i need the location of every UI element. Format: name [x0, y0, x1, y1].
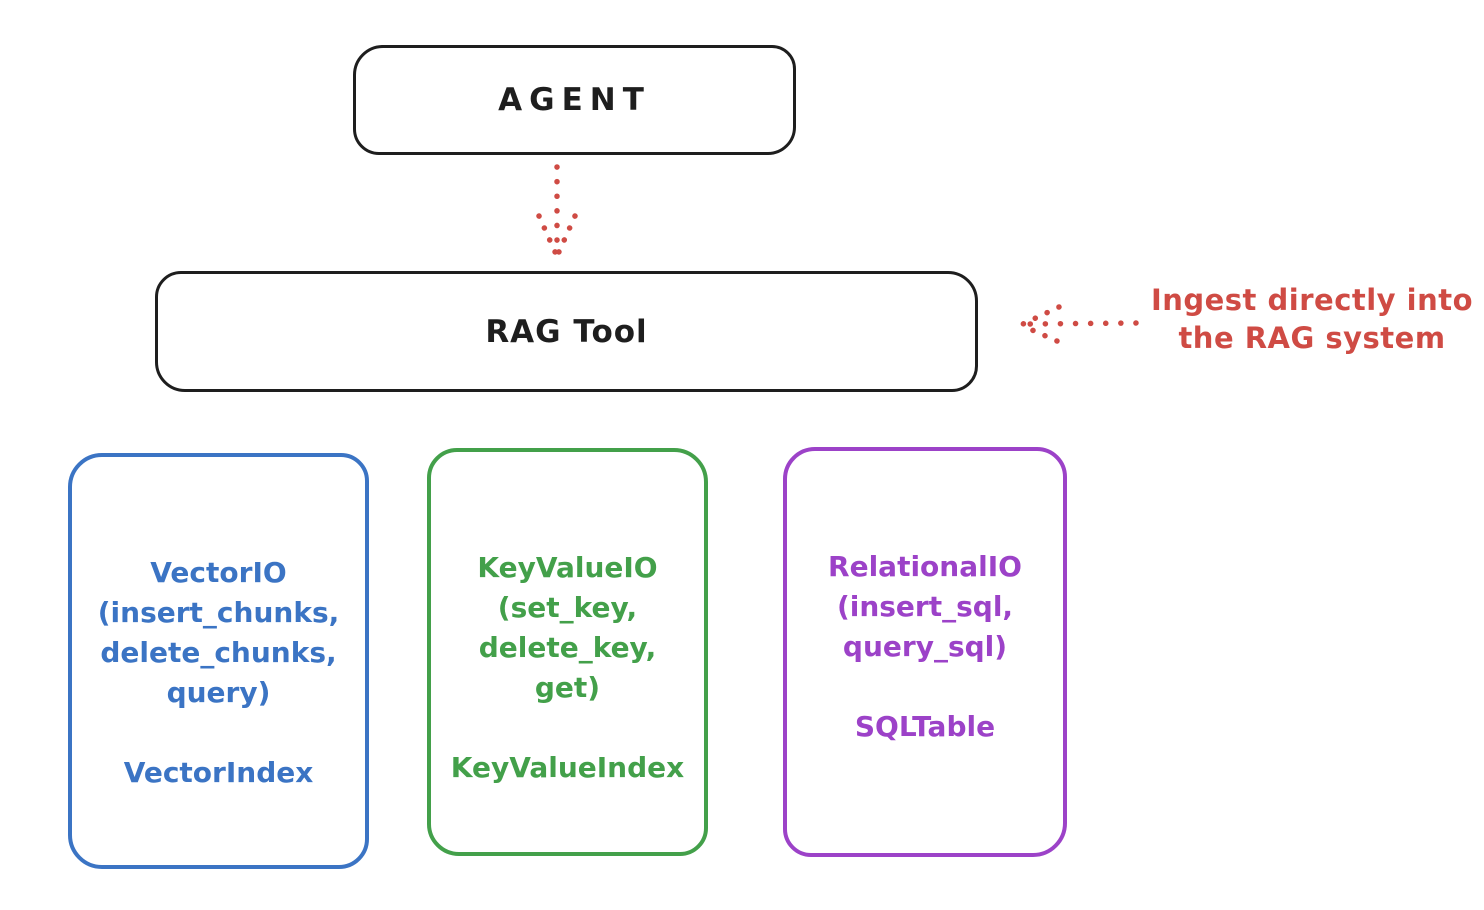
backend-methods: (set_key, delete_key, get) [478, 591, 657, 704]
rag-tool-label: RAG Tool [485, 313, 648, 350]
backend-index: VectorIndex [123, 756, 314, 789]
backend-vector-io: VectorIO (insert_chunks, delete_chunks, … [68, 453, 369, 869]
dotted-arrow-down-icon [525, 160, 589, 264]
backend-relational-io: RelationalIO (insert_sql, query_sql) SQL… [783, 447, 1067, 857]
backend-keyvalue-io: KeyValueIO (set_key, delete_key, get) Ke… [427, 448, 708, 856]
backend-name: VectorIO [150, 556, 287, 589]
backend-methods: (insert_sql, query_sql) [836, 590, 1014, 663]
ingest-annotation-line1: Ingest directly into [1150, 283, 1474, 317]
backend-name: RelationalIO [828, 550, 1022, 583]
ingest-annotation: Ingest directly into the RAG system [1140, 281, 1484, 357]
backend-index: SQLTable [854, 710, 996, 743]
backend-index: KeyValueIndex [450, 751, 685, 784]
ingest-annotation-line2: the RAG system [1178, 321, 1446, 355]
dotted-arrow-left-icon [1012, 299, 1142, 353]
backend-name: KeyValueIO [477, 551, 658, 584]
backend-methods: (insert_chunks, delete_chunks, query) [97, 596, 340, 709]
agent-label: AGENT [498, 82, 651, 118]
agent-node: AGENT [353, 45, 796, 155]
rag-tool-node: RAG Tool [155, 271, 978, 392]
